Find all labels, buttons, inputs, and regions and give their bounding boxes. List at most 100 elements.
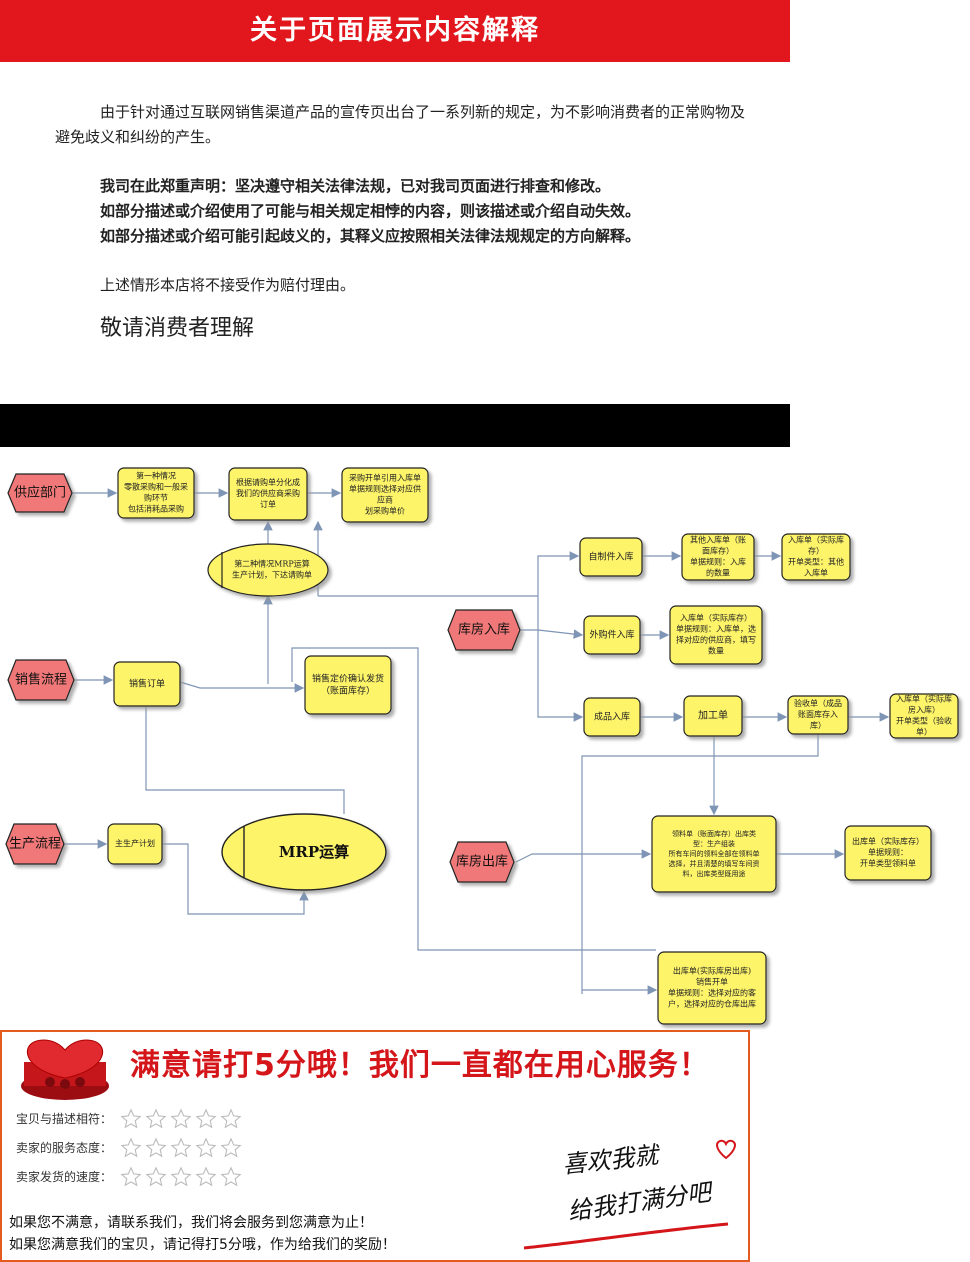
hexagon-label: 销售流程 (15, 672, 67, 688)
closing-text: 敬请消费者理解 (100, 316, 255, 341)
hexagon-production: 生产流程 (5, 823, 65, 865)
box-in-actual1: 入库单（实际库存）开单类型：其他入库单 (781, 533, 851, 581)
box-text: 库） (810, 720, 826, 730)
box-text: 零散采购和一般采 (124, 482, 188, 492)
box-text: 根据请购单分化成 (236, 477, 300, 487)
rating-label: 卖家的服务态度： (16, 1141, 113, 1155)
section-divider-bar (0, 404, 790, 447)
box-sales-order: 销售订单 (113, 661, 181, 707)
box-text: 所有车间的领料全部在领料单 (669, 849, 760, 858)
box-text: 我们的供应商采购 (236, 488, 300, 498)
box-text: 入库单 (804, 568, 828, 578)
box-text: 成品入库 (594, 711, 630, 723)
star-rating[interactable] (120, 1165, 245, 1188)
connector (162, 843, 309, 915)
box-text: 出库单(实际库房出库) (673, 966, 751, 976)
box-self-made: 自制件入库 (579, 537, 643, 577)
box-text: 房入库） (908, 705, 940, 715)
box-text: 选择，并且清楚的填写车间资 (669, 859, 760, 868)
no-compensation-note: 上述情形本店将不接受作为赔付理由。 (100, 276, 356, 294)
connector (515, 849, 652, 863)
page-banner: 关于页面展示内容解释 (0, 0, 790, 62)
box-text: 单据规则：入库 (690, 557, 746, 567)
review-headline: 满意请打5分哦！我们一直都在用心服务！ (130, 1048, 710, 1083)
box-text: 主生产计划 (115, 838, 155, 848)
footer-line-1: 如果您不满意，请联系我们，我们将会服务到您满意为止！ (9, 1215, 373, 1231)
box-text: 销售订单 (129, 678, 165, 690)
box-text: 其他入库单（账 (690, 535, 746, 545)
statement-1: 我司在此郑重声明：坚决遵守相关法律法规，已对我司页面进行排查和修改。 (100, 177, 611, 195)
handwriting-line-2: 给我打满分吧 (566, 1178, 713, 1226)
box-text: 户，选择对应的仓库出库 (668, 999, 756, 1009)
rating-row-description: 宝贝与描述相符： (16, 1104, 245, 1133)
box-text: 验收单（成品 (794, 698, 842, 708)
box-text: 开单类型领料单 (860, 858, 916, 868)
box-text: 出库单（实际库存） (852, 836, 924, 846)
box-text: 外购件入库 (589, 629, 634, 641)
connector (537, 629, 584, 639)
box-text: 开单类型：其他 (788, 557, 844, 567)
box-text: 单据规则：选择对应的客 (668, 988, 756, 998)
box-text: 的数量 (706, 568, 730, 578)
box-text: 划采购单价 (365, 506, 405, 516)
notice-section: 由于针对通过互联网销售渠道产品的宣传页出台了一系列新的规定，为不影响消费者的正常… (55, 100, 755, 341)
review-panel: 满意请打5分哦！我们一直都在用心服务！ 宝贝与描述相符： 卖家的服务态度： 卖家… (0, 1030, 750, 1262)
box-text: 第一种情况 (136, 471, 176, 481)
box-text: 入库单（实际库存） (680, 613, 752, 623)
ellipse-mrp: MRP运算 (221, 813, 387, 891)
rating-row-service: 卖家的服务态度： (16, 1133, 245, 1162)
box-outsourced: 外购件入库 (583, 615, 641, 655)
connector (581, 734, 819, 994)
box-text: 单据规则： (868, 847, 908, 857)
hexagon-label: 库房入库 (458, 622, 510, 638)
box-text: 加工单 (698, 710, 728, 722)
rating-label: 卖家发货的速度： (16, 1170, 113, 1184)
box-text: 型：生产组装 (693, 839, 735, 848)
ellipse-text: 生产计划，下达请购单 (232, 570, 312, 580)
box-text: 面库存） (702, 546, 734, 556)
box-text: 开单类型（验收 (896, 716, 952, 726)
connector (537, 630, 584, 722)
box-sales-confirm: 销售定价确认发货（账面库存） (304, 655, 392, 715)
heart-gift-box-icon (21, 1039, 109, 1100)
box-text: 购环节 (144, 493, 168, 503)
handwriting-line-1: 喜欢我就 (561, 1141, 660, 1179)
box-processing: 加工单 (683, 695, 743, 737)
statement-2: 如部分描述或介绍使用了可能与相关规定相悖的内容，则该描述或介绍自动失效。 (100, 202, 641, 220)
box-production-plan: 主生产计划 (107, 823, 163, 865)
box-picking: 领料单（账面库存）出库类型：生产组装所有车间的领料全部在领料单选择，并且清楚的填… (651, 815, 777, 893)
box-text: 订单 (260, 499, 276, 509)
connector (145, 706, 345, 814)
star-rating[interactable] (120, 1107, 245, 1130)
notice-intro: 由于针对通过互联网销售渠道产品的宣传页出台了一系列新的规定，为不影响消费者的正常… (55, 103, 746, 146)
hexagon-sales: 销售流程 (7, 659, 75, 701)
hexagon-label: 库房出库 (456, 854, 508, 870)
box-text: 销售开单 (696, 977, 728, 987)
box-finished-in: 成品入库 (583, 697, 641, 737)
hexagon-label: 供应部门 (14, 485, 66, 501)
brush-underline-icon (523, 1222, 729, 1250)
rating-label: 宝贝与描述相符： (16, 1112, 113, 1126)
box-text: 单据规则选择对应供 (349, 484, 421, 494)
box-text: 包括消耗品采购 (128, 504, 184, 514)
ellipse-label: MRP运算 (279, 843, 349, 861)
box-text: 数量 (708, 646, 724, 656)
hexagon-warehouse-in: 库房入库 (447, 609, 521, 651)
star-rating[interactable] (120, 1136, 245, 1159)
connector (291, 647, 656, 951)
box-text: 料，出库类型既用途 (683, 869, 746, 878)
box-text: 存） (808, 546, 824, 556)
box-text: 入库单（实际库 (788, 535, 844, 545)
box-text: 自制件入库 (588, 551, 633, 563)
connector (537, 551, 580, 630)
heart-outline-icon (716, 1139, 736, 1160)
connector (179, 681, 305, 693)
